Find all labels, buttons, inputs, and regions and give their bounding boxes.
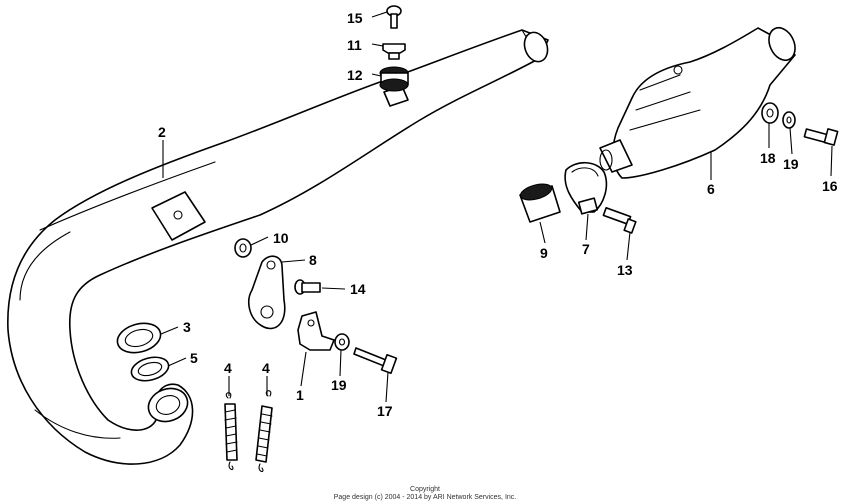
gasket-5[interactable] <box>129 353 171 384</box>
callout-4-left: 4 <box>224 360 232 376</box>
bolt-13[interactable] <box>602 206 637 234</box>
callout-16: 16 <box>822 178 838 194</box>
callout-5: 5 <box>190 350 198 366</box>
copyright-notice: Copyright Page design (c) 2004 - 2014 by… <box>0 486 850 502</box>
expansion-chamber-pipe[interactable] <box>7 29 552 465</box>
callout-3: 3 <box>183 319 191 335</box>
callout-9: 9 <box>540 245 548 261</box>
callout-19-lower: 19 <box>331 377 347 393</box>
bolt-17[interactable] <box>353 347 398 375</box>
grommet-11[interactable] <box>382 43 406 60</box>
callout-11: 11 <box>347 37 362 53</box>
spring-4-right[interactable] <box>255 390 273 473</box>
bolt-14[interactable] <box>294 279 321 295</box>
callout-4-right: 4 <box>262 360 270 376</box>
silencer[interactable] <box>599 24 800 179</box>
spring-4-left[interactable] <box>224 392 238 471</box>
stay-8[interactable] <box>248 255 286 330</box>
callout-6: 6 <box>707 181 715 197</box>
callout-8: 8 <box>309 252 317 268</box>
copyright-line-1: Copyright <box>410 486 440 493</box>
callout-17: 17 <box>377 403 393 419</box>
callout-15: 15 <box>347 10 363 26</box>
callout-7: 7 <box>582 241 590 257</box>
washer-18[interactable] <box>761 102 779 124</box>
callout-18: 18 <box>760 150 776 166</box>
callout-19-upper: 19 <box>783 156 799 172</box>
callout-10: 10 <box>273 230 289 246</box>
washer-10[interactable] <box>234 238 252 258</box>
callout-12: 12 <box>347 67 363 83</box>
callout-2: 2 <box>158 124 166 140</box>
leader-lines <box>160 11 833 403</box>
screw-15[interactable] <box>386 5 402 29</box>
washer-19-lower[interactable] <box>334 333 350 351</box>
rubber-mount-12[interactable] <box>379 66 409 92</box>
callout-1: 1 <box>296 387 304 403</box>
bolt-16[interactable] <box>803 128 839 146</box>
callout-13: 13 <box>617 262 633 278</box>
washer-19-upper[interactable] <box>782 111 796 129</box>
bracket-1[interactable] <box>297 311 335 351</box>
clamp-7[interactable] <box>564 161 608 215</box>
callout-14: 14 <box>350 281 366 297</box>
copyright-line-2: Page design (c) 2004 - 2014 by ARI Netwo… <box>333 494 517 501</box>
gasket-3[interactable] <box>114 319 164 357</box>
collar-9[interactable] <box>519 181 561 223</box>
